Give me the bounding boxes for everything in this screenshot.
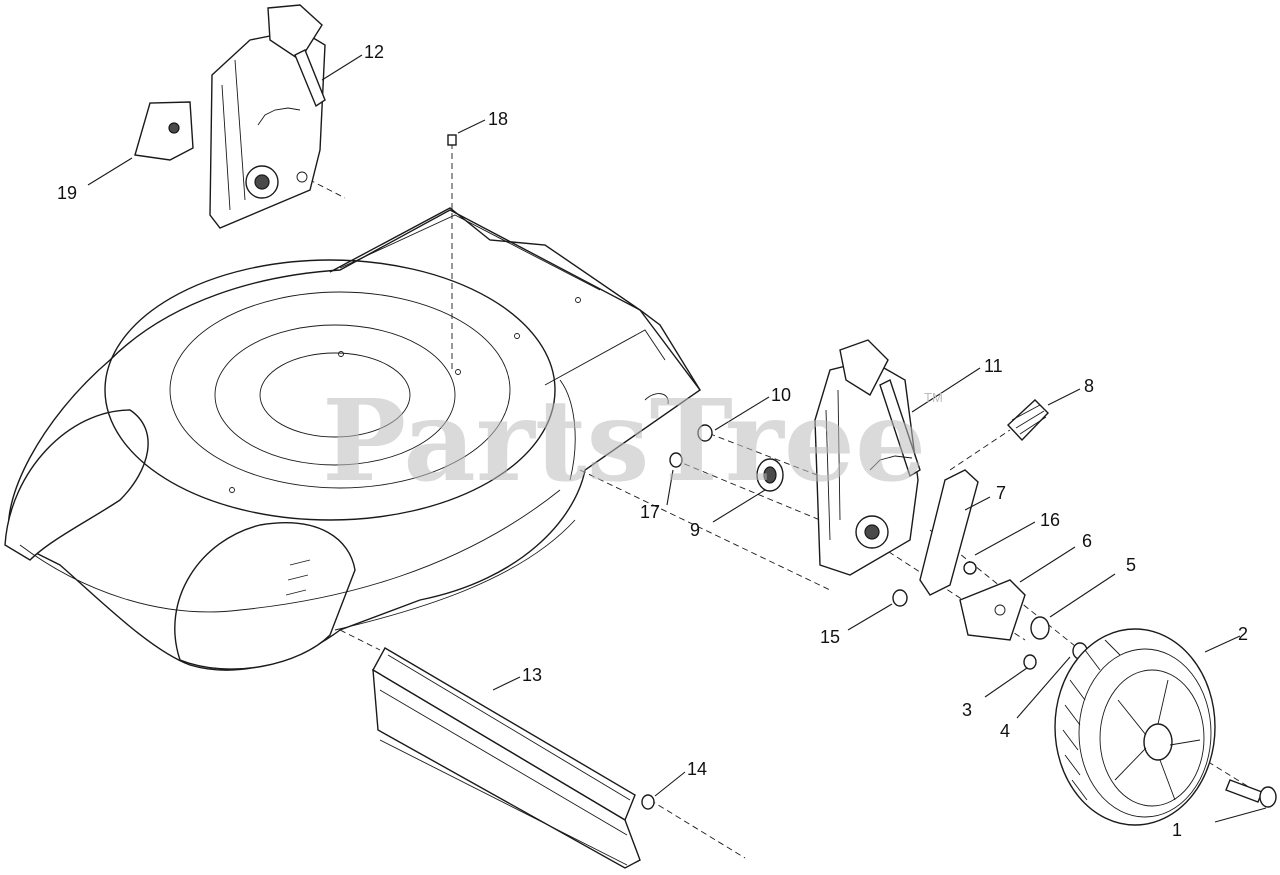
link-arm: [919, 469, 979, 596]
bushing: [756, 458, 784, 492]
callout-16: 16: [1040, 510, 1060, 530]
callouts: 1 2 3 4 5 6 7 8 9 10 11 12 13 14 15 16 1…: [57, 42, 1248, 840]
callout-5: 5: [1126, 555, 1136, 575]
bolt-15: [892, 589, 908, 607]
callout-12: 12: [364, 42, 384, 62]
wheel-bracket: [959, 579, 1026, 641]
callout-8: 8: [1084, 376, 1094, 396]
callout-9: 9: [690, 520, 700, 540]
callout-1: 1: [1172, 820, 1182, 840]
rear-flap: [372, 647, 641, 869]
callout-3: 3: [962, 700, 972, 720]
nut-10: [697, 424, 713, 442]
washer-16: [963, 561, 977, 575]
callout-11: 11: [984, 356, 1003, 376]
callout-13: 13: [522, 665, 542, 685]
callout-17: 17: [640, 502, 660, 522]
callout-4: 4: [1000, 721, 1010, 741]
leader-lines: [87, 54, 1267, 823]
spring: [1007, 399, 1049, 442]
washer-5: [1030, 616, 1050, 640]
callout-14: 14: [687, 759, 707, 779]
screw-14: [641, 794, 655, 810]
watermark: PartsTree: [322, 376, 926, 507]
callout-19: 19: [57, 183, 77, 203]
callout-2: 2: [1238, 624, 1248, 644]
callout-18: 18: [488, 109, 508, 129]
axle-bolt: [1225, 779, 1277, 808]
mower-deck: [4, 207, 701, 671]
rear-bracket: [134, 101, 194, 161]
nut-17: [669, 452, 683, 468]
watermark-tm: TM: [924, 390, 943, 405]
callout-15: 15: [820, 627, 840, 647]
bolt-18: [447, 134, 457, 146]
callout-10: 10: [771, 385, 791, 405]
wheel: [1054, 628, 1216, 826]
nut-3: [1023, 654, 1037, 670]
callout-6: 6: [1082, 531, 1092, 551]
callout-7: 7: [996, 483, 1006, 503]
rear-height-adjuster: [209, 4, 326, 229]
front-height-adjuster: [814, 339, 921, 576]
